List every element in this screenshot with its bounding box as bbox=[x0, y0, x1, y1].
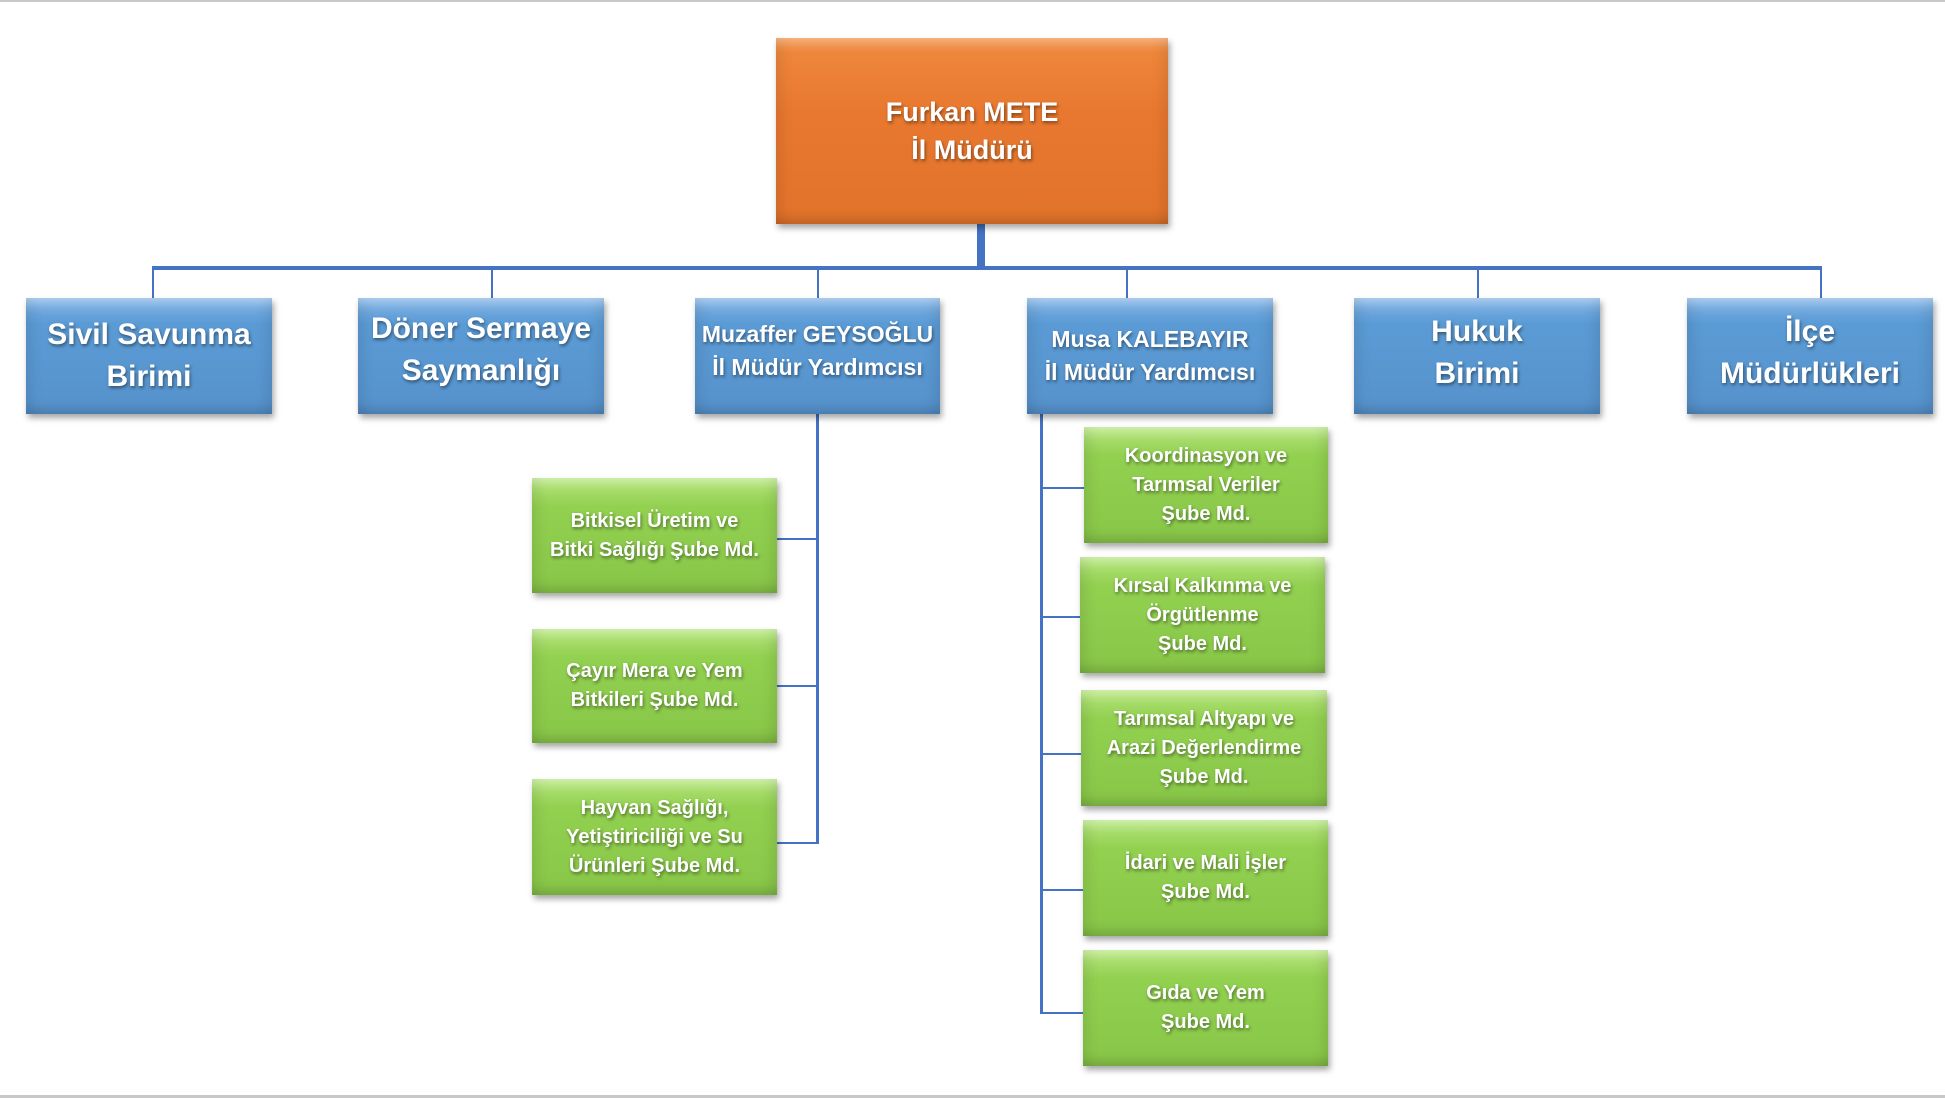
node-label-line: İdari ve Mali İşler bbox=[1124, 852, 1287, 874]
connector-drop-muzaffer bbox=[817, 268, 819, 298]
connector-musa-branch-3 bbox=[1041, 753, 1082, 755]
top-border bbox=[0, 0, 1945, 2]
node-label-line1: Döner Sermaye bbox=[370, 312, 592, 345]
node-label-line: Bitkileri Şube Md. bbox=[570, 689, 739, 711]
node-gida-yem[interactable]: Gıda ve Yem Şube Md. bbox=[1083, 950, 1328, 1066]
node-title: İl Müdür Yardımcısı bbox=[1044, 359, 1256, 385]
node-label-line: Örgütlenme bbox=[1146, 603, 1259, 626]
node-label-line1: İlçe bbox=[1784, 315, 1836, 348]
connector-musa-branch-4 bbox=[1041, 889, 1084, 891]
connector-musa-branch-1 bbox=[1041, 487, 1084, 489]
node-muzaffer-geysoglu[interactable]: Muzaffer GEYSOĞLU İl Müdür Yardımcısı bbox=[695, 298, 940, 414]
node-label-line: Tarımsal Altyapı ve bbox=[1113, 707, 1295, 730]
connector-drop-doner bbox=[491, 268, 493, 298]
node-label-line1: Sivil Savunma bbox=[47, 318, 251, 351]
node-label-line2: Birimi bbox=[1434, 357, 1520, 390]
node-doner-sermaye[interactable]: Döner Sermaye Saymanlığı bbox=[358, 298, 604, 414]
connector-musa-spine bbox=[1040, 414, 1043, 1014]
node-label-line: Şube Md. bbox=[1158, 632, 1247, 655]
node-label-line: Şube Md. bbox=[1161, 502, 1251, 525]
bottom-border bbox=[0, 1095, 1945, 1098]
connector-muzaffer-branch-2 bbox=[777, 685, 817, 687]
connector-muzaffer-spine bbox=[816, 414, 819, 844]
node-label-line: Gıda ve Yem bbox=[1146, 982, 1265, 1004]
connector-drop-hukuk bbox=[1477, 268, 1479, 298]
node-idari-mali-isler[interactable]: İdari ve Mali İşler Şube Md. bbox=[1083, 820, 1328, 936]
node-title: İl Müdürü bbox=[911, 135, 1033, 165]
node-tarimsal-altyapi[interactable]: Tarımsal Altyapı ve Arazi Değerlendirme … bbox=[1081, 690, 1327, 806]
node-il-muduru[interactable]: Furkan METE İl Müdürü bbox=[776, 38, 1168, 224]
node-ilce-mudurlukleri[interactable]: İlçe Müdürlükleri bbox=[1687, 298, 1933, 414]
node-label-line2: Müdürlükleri bbox=[1719, 357, 1900, 390]
node-label-line: Kırsal Kalkınma ve bbox=[1113, 574, 1292, 597]
node-label-line2: Saymanlığı bbox=[401, 354, 561, 387]
node-bitkisel-uretim[interactable]: Bitkisel Üretim ve Bitki Sağlığı Şube Md… bbox=[532, 478, 777, 593]
connector-drop-ilce bbox=[1820, 268, 1822, 298]
connector-level1-bus bbox=[152, 266, 1822, 270]
node-label-line: Bitkisel Üretim ve bbox=[570, 509, 739, 532]
connector-drop-musa bbox=[1126, 268, 1128, 298]
node-label-line: Şube Md. bbox=[1161, 881, 1250, 903]
node-title: İl Müdür Yardımcısı bbox=[712, 354, 923, 380]
connector-musa-branch-2 bbox=[1041, 616, 1081, 618]
node-label-line: Bitki Sağlığı Şube Md. bbox=[550, 538, 759, 561]
node-kirsal-kalkinma[interactable]: Kırsal Kalkınma ve Örgütlenme Şube Md. bbox=[1080, 557, 1325, 673]
node-name: Muzaffer GEYSOĞLU bbox=[701, 321, 934, 347]
connector-root-trunk bbox=[977, 224, 985, 270]
node-sivil-savunma[interactable]: Sivil Savunma Birimi bbox=[26, 298, 272, 414]
node-label-line: Tarımsal Veriler bbox=[1132, 473, 1280, 496]
connector-muzaffer-branch-1 bbox=[777, 538, 817, 540]
connector-muzaffer-branch-3 bbox=[777, 842, 819, 844]
connector-musa-branch-5 bbox=[1040, 1012, 1084, 1014]
node-name: Furkan METE bbox=[885, 97, 1059, 127]
node-label-line1: Hukuk bbox=[1431, 315, 1523, 348]
node-label-line: Şube Md. bbox=[1159, 765, 1249, 788]
node-label-line: Yetiştiriciliği ve Su bbox=[566, 825, 743, 848]
node-cayir-mera[interactable]: Çayır Mera ve Yem Bitkileri Şube Md. bbox=[532, 629, 777, 743]
node-label-line: Koordinasyon ve bbox=[1124, 444, 1288, 467]
node-label-line: Çayır Mera ve Yem bbox=[566, 660, 743, 682]
node-label-line: Ürünleri Şube Md. bbox=[568, 854, 741, 877]
node-musa-kalebayir[interactable]: Musa KALEBAYIR İl Müdür Yardımcısı bbox=[1027, 298, 1273, 414]
node-hayvan-sagligi[interactable]: Hayvan Sağlığı, Yetiştiriciliği ve Su Ür… bbox=[532, 779, 777, 895]
connector-drop-sivil bbox=[152, 268, 154, 298]
node-label-line2: Birimi bbox=[106, 360, 192, 393]
node-hukuk-birimi[interactable]: Hukuk Birimi bbox=[1354, 298, 1600, 414]
node-label-line: Hayvan Sağlığı, bbox=[580, 796, 729, 819]
node-koordinasyon[interactable]: Koordinasyon ve Tarımsal Veriler Şube Md… bbox=[1084, 427, 1328, 543]
node-label-line: Şube Md. bbox=[1161, 1011, 1250, 1033]
node-name: Musa KALEBAYIR bbox=[1051, 326, 1249, 352]
node-label-line: Arazi Değerlendirme bbox=[1106, 736, 1302, 759]
